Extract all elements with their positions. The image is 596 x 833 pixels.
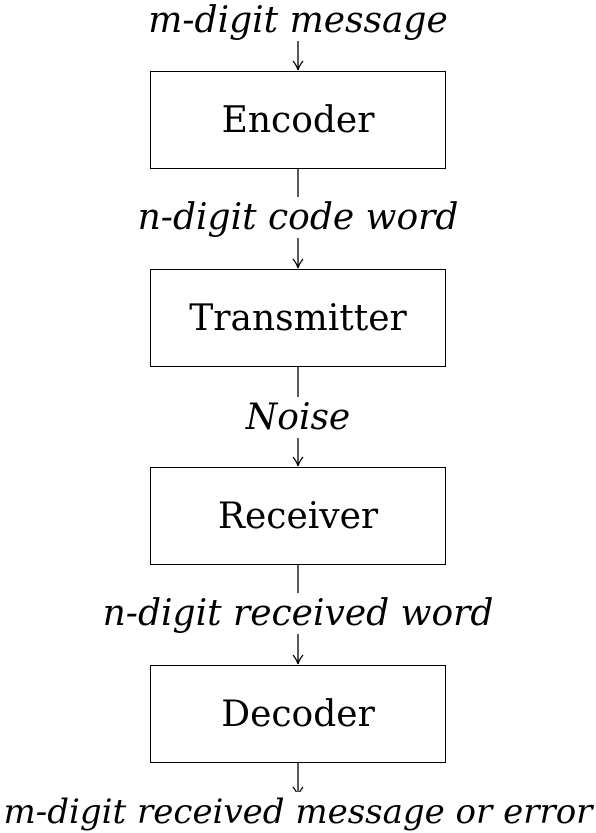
input-message-text: m-digit message xyxy=(148,0,448,41)
input-message-label: m-digit message xyxy=(0,1,596,41)
encoder-label: Encoder xyxy=(221,99,375,141)
receiver-label: Receiver xyxy=(217,495,379,537)
received-word-label: n-digit received word xyxy=(0,593,596,634)
decoder-box: Decoder xyxy=(150,665,446,763)
output-message-text: m-digit received message or error xyxy=(3,792,593,832)
noise-label: Noise xyxy=(0,397,596,438)
code-word-label: n-digit code word xyxy=(0,197,596,238)
received-word-text: n-digit received word xyxy=(100,593,496,634)
receiver-box: Receiver xyxy=(150,467,446,565)
decoder-label: Decoder xyxy=(221,693,375,735)
transmitter-label: Transmitter xyxy=(189,297,407,339)
output-message-label: m-digit received message or error xyxy=(0,792,596,832)
encoder-box: Encoder xyxy=(150,71,446,169)
transmitter-box: Transmitter xyxy=(150,269,446,367)
noise-text: Noise xyxy=(243,397,353,438)
code-word-text: n-digit code word xyxy=(135,197,461,238)
